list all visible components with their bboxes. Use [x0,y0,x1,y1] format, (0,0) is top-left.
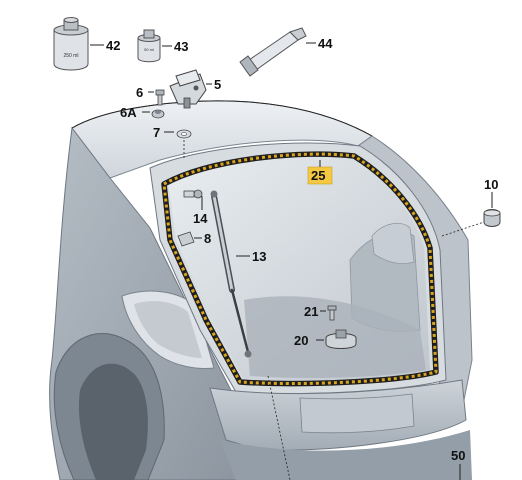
screw-part-21 [320,305,337,321]
ball-stud-part-14 [183,189,203,210]
bolt-part-6 [148,89,165,106]
callout-42: 42 [106,38,120,53]
clip-part-8 [177,231,202,247]
callout-7: 7 [153,125,160,140]
car-body [49,100,473,480]
callout-43: 43 [174,39,188,54]
washer-part-7 [164,129,192,158]
callout-6: 6 [136,85,143,100]
hinge-part-5 [169,69,212,109]
tube-part-44 [239,27,316,77]
callout-25: 25 [311,168,325,183]
callout-21: 21 [304,304,318,319]
nut-part-6a [142,109,165,119]
assembly-line [267,375,291,480]
seal-part-25 [161,151,439,387]
seal-dashes [162,152,438,386]
buffer-part-10 [441,192,501,237]
callout-5: 5 [214,77,221,92]
striker-part-20 [316,329,357,349]
headrest [371,222,415,264]
callout-44: 44 [318,36,333,51]
container-part-42: 250 ml [53,17,104,71]
callout-14: 14 [193,211,208,226]
wheel-arch-inner [78,363,148,480]
callout-50: 50 [451,448,465,463]
can-part-43: 50 ml [137,29,172,63]
container-label-text: 250 ml [63,53,78,59]
callout-10: 10 [484,177,498,192]
callout-6a: 6A [120,105,137,120]
plate-recess [299,393,415,434]
tail-light-lens [134,301,202,358]
callout-13: 13 [252,249,266,264]
callout-8: 8 [204,231,211,246]
callout-20: 20 [294,333,308,348]
can-label-text: 50 ml [144,47,154,52]
lower-bumper [220,430,472,480]
gas-strut-part-13 [210,190,252,358]
